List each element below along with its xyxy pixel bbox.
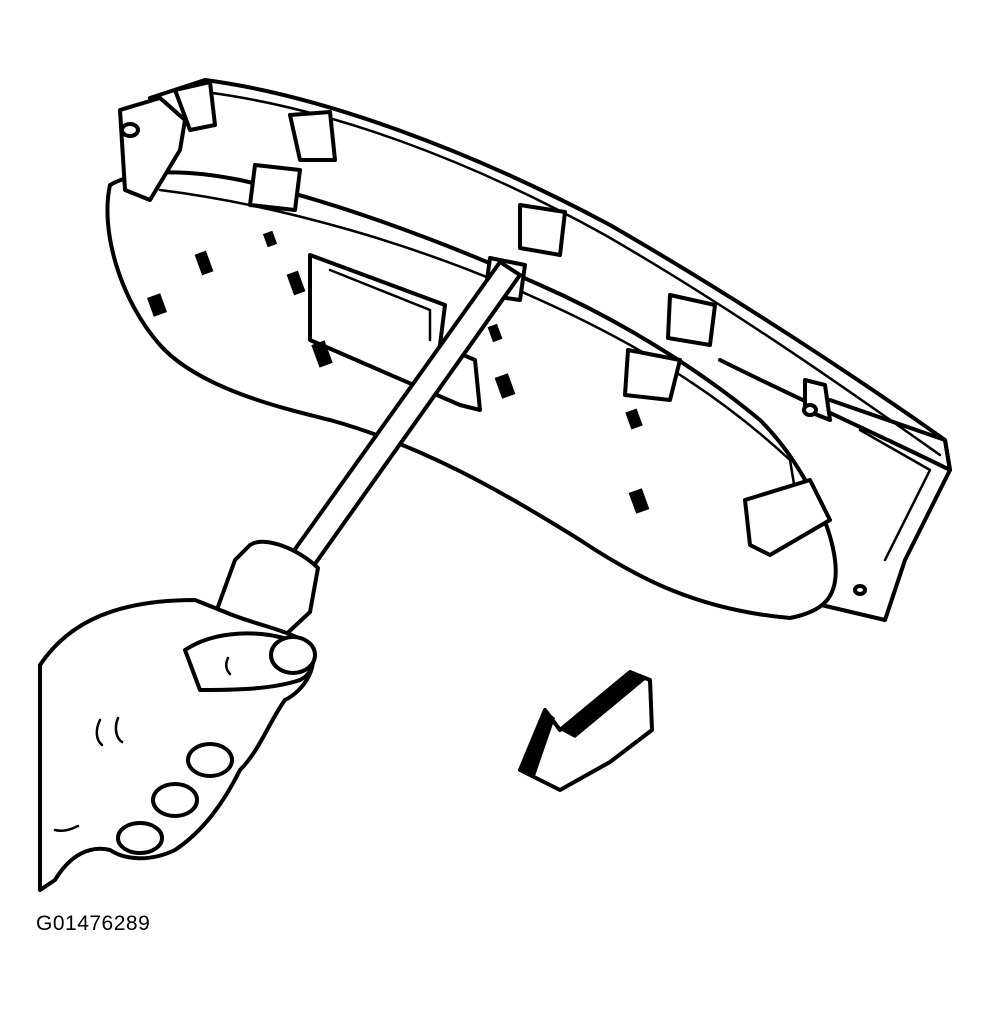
- instrument-cluster: [105, 78, 952, 622]
- hand: [38, 598, 317, 892]
- direction-arrow: [518, 670, 654, 792]
- figure-caption: G01476289: [36, 912, 151, 935]
